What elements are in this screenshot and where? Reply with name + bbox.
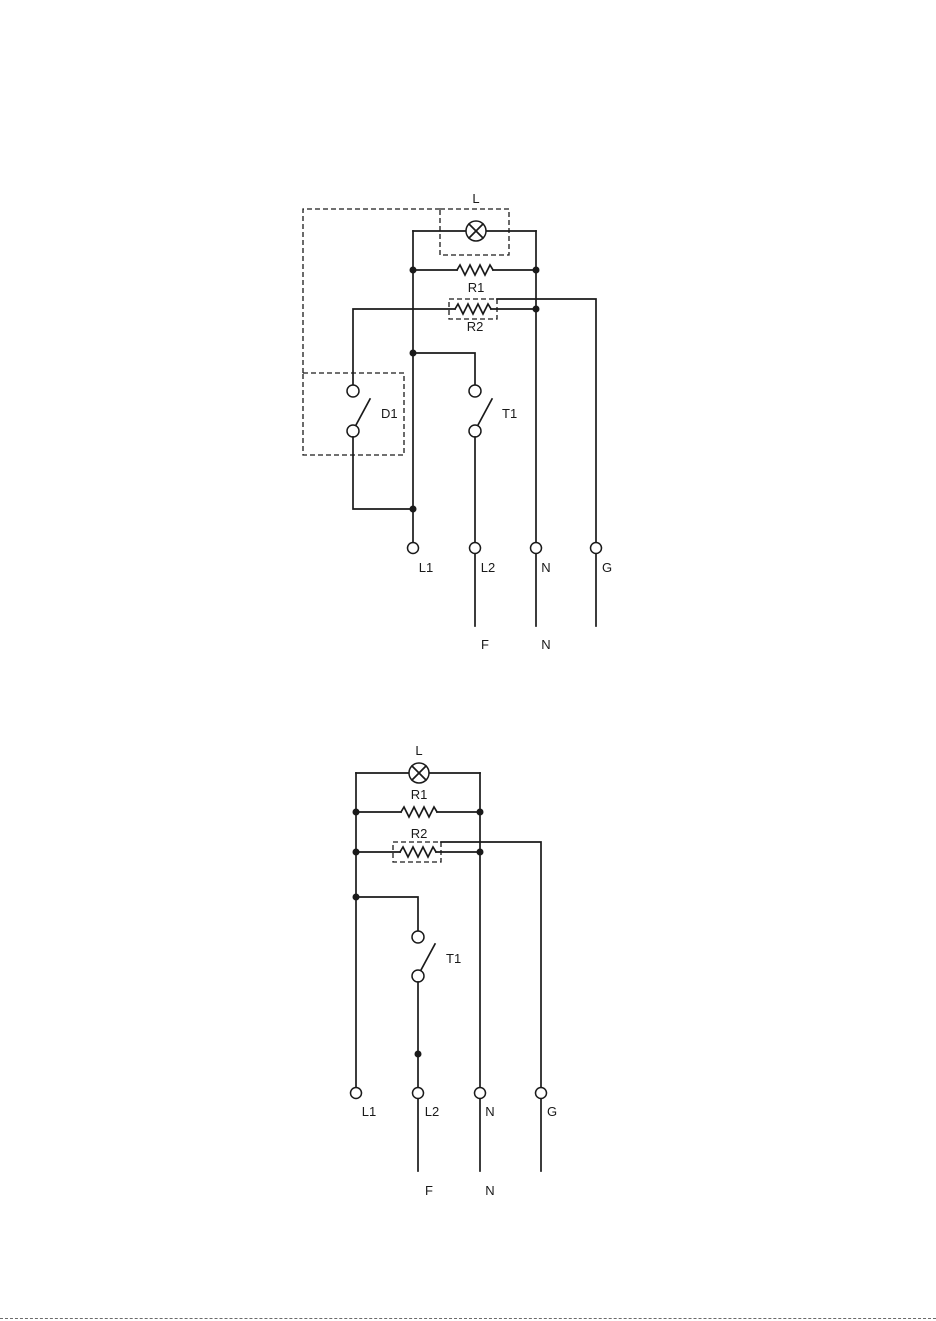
lamp-icon <box>466 221 486 241</box>
label-term-l1: L1 <box>362 1104 376 1119</box>
label-r2: R2 <box>467 319 484 334</box>
label-out-n: N <box>541 637 550 652</box>
terminal-l1 <box>351 1088 362 1099</box>
wiring-diagram-1: L R1 R2 D1 T1 L1 L2 N G F N <box>303 191 612 652</box>
label-t1: T1 <box>446 951 461 966</box>
lamp-icon <box>409 763 429 783</box>
label-term-n: N <box>541 560 550 575</box>
label-r1: R1 <box>468 280 485 295</box>
label-r1: R1 <box>411 787 428 802</box>
terminal-g <box>536 1088 547 1099</box>
label-term-l1: L1 <box>419 560 433 575</box>
label-r2: R2 <box>411 826 428 841</box>
label-lamp: L <box>472 191 479 206</box>
label-d1: D1 <box>381 406 398 421</box>
label-term-n: N <box>485 1104 494 1119</box>
resistor-r2-icon <box>400 847 436 857</box>
r2-dashed-box <box>449 299 497 319</box>
thermostat-switch-t1-icon <box>412 931 435 982</box>
resistor-r1-icon <box>457 265 493 275</box>
label-out-f: F <box>481 637 489 652</box>
wire-ground-from-r2 <box>497 299 596 543</box>
wire-d1-bottom-to-l1 <box>353 437 413 509</box>
label-term-g: G <box>602 560 612 575</box>
terminal-g <box>591 543 602 554</box>
thermostat-switch-t1-icon <box>469 385 492 437</box>
terminal-l2 <box>413 1088 424 1099</box>
wire-l1-to-t1 <box>413 353 475 384</box>
terminal-l1 <box>408 543 419 554</box>
label-t1: T1 <box>502 406 517 421</box>
terminal-n <box>475 1088 486 1099</box>
label-out-f: F <box>425 1183 433 1198</box>
resistor-r1-icon <box>401 807 437 817</box>
resistor-r2-icon <box>455 304 491 314</box>
page-bottom-rule <box>0 1318 936 1319</box>
label-out-n: N <box>485 1183 494 1198</box>
label-term-g: G <box>547 1104 557 1119</box>
wiring-diagram-2: L R1 R2 T1 L1 L2 N G F N <box>351 743 558 1198</box>
terminal-n <box>531 543 542 554</box>
door-switch-d1-icon <box>347 385 370 437</box>
label-term-l2: L2 <box>481 560 495 575</box>
terminal-l2 <box>470 543 481 554</box>
dashed-link-lamp-to-door-switch <box>303 209 440 373</box>
wire-l1-to-t1 <box>356 897 418 930</box>
label-term-l2: L2 <box>425 1104 439 1119</box>
label-lamp: L <box>415 743 422 758</box>
